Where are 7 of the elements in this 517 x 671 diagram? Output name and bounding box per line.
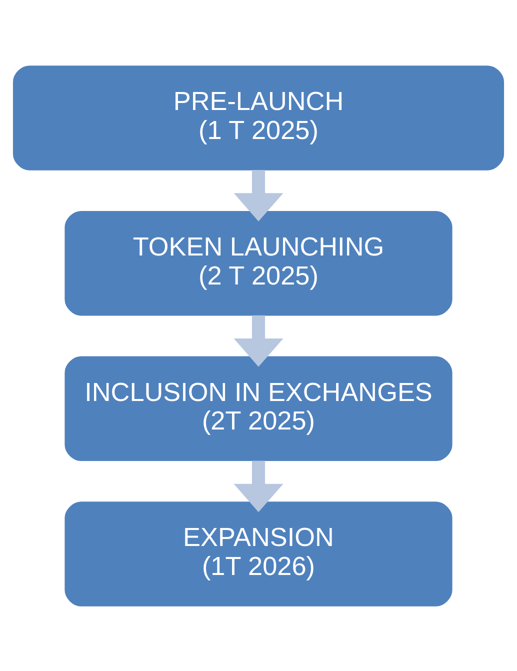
node-box: EXPANSION (1T 2026) — [64, 501, 452, 606]
node-box: PRE-LAUNCH (1 T 2025) — [12, 65, 504, 170]
arrow — [234, 460, 284, 512]
node-box: INCLUSION IN EXCHANGES (2T 2025) — [64, 356, 452, 461]
arrow — [234, 170, 284, 221]
arrow — [234, 314, 284, 366]
node-box: TOKEN LAUNCHING (2 T 2025) — [64, 210, 452, 316]
